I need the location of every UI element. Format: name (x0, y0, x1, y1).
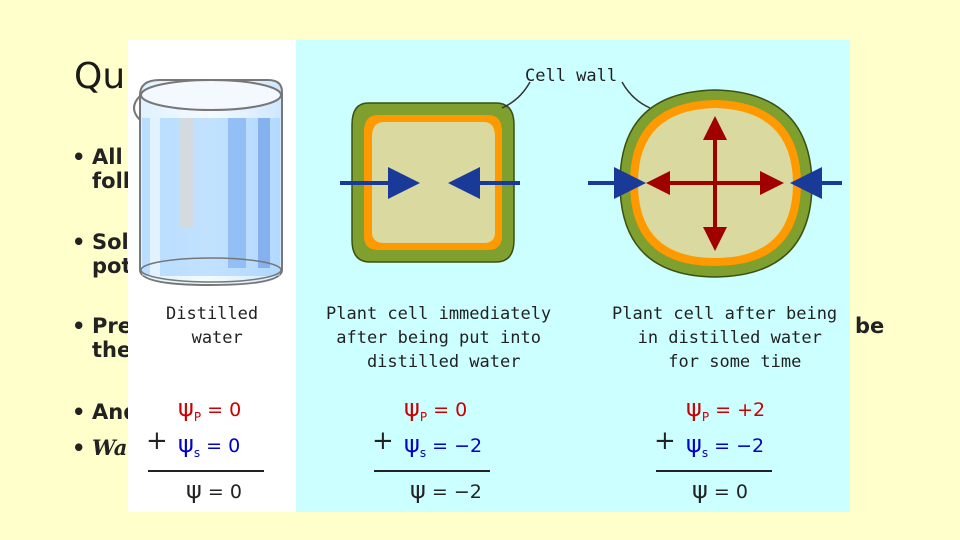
caption-cell-immediately: Plant cell immediately after being put i… (326, 304, 552, 372)
bullet-5: •Wa (72, 435, 128, 460)
psi-p-row-2: ψP = 0 (404, 394, 468, 424)
psi-p-row-1: ψP = 0 (178, 394, 242, 424)
psi-total-row-2: ψ = −2 (410, 476, 482, 504)
trailing-text: be (855, 314, 885, 338)
cell-wall-label: Cell wall (525, 66, 618, 86)
cell-wall-pointer-2 (621, 81, 651, 109)
slide-title: Qu (74, 56, 126, 97)
sum-rule-3 (656, 470, 772, 472)
psi-s-row-3: ψs = −2 (686, 430, 765, 460)
beaker-icon (133, 79, 283, 287)
bullet-1: •All foll (72, 145, 130, 193)
psi-s-row-1: ψs = 0 (178, 430, 241, 460)
psi-s-row-2: ψs = −2 (404, 430, 483, 460)
cell-wall-pointer-1 (501, 81, 531, 109)
caption-distilled-water: Distilled water (166, 304, 259, 348)
sum-rule-2 (374, 470, 490, 472)
plus-sign-3: + (654, 426, 676, 456)
psi-p-row-3: ψP = +2 (686, 394, 766, 424)
plant-cell-immediately (351, 102, 515, 263)
psi-total-row-3: ψ = 0 (692, 476, 748, 504)
caption-cell-after-time: Plant cell after being in distilled wate… (612, 304, 838, 372)
sum-rule-1 (148, 470, 264, 472)
psi-total-row-1: ψ = 0 (186, 476, 242, 504)
plus-sign-1: + (146, 426, 168, 456)
bullet-2: •Sol pot (72, 230, 132, 278)
bullet-3: •Pre the (72, 314, 132, 362)
plus-sign-2: + (372, 426, 394, 456)
